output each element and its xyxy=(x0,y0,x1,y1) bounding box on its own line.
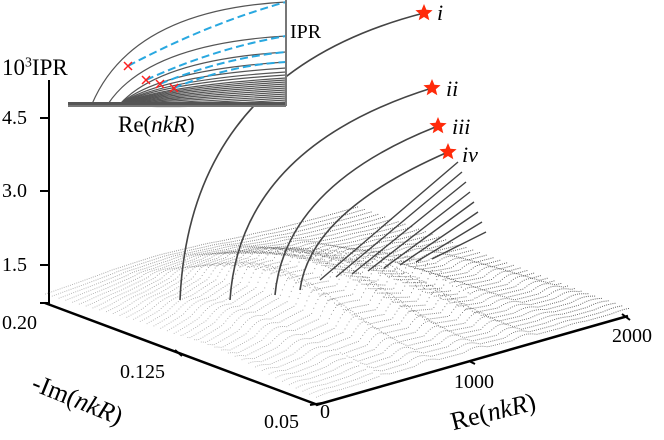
branch-star-markers xyxy=(415,4,457,160)
y-tick-label-0.20: 0.20 xyxy=(2,312,37,334)
x-tick-label-0: 0 xyxy=(320,401,330,423)
z-axis-title: 103IPR xyxy=(2,54,68,80)
star-label-i: i xyxy=(437,0,444,25)
z-tick-label-1.5: 1.5 xyxy=(2,254,27,276)
star-label-iv: iv xyxy=(462,142,478,167)
star-icon-iv xyxy=(439,143,457,160)
z-title-suffix: IPR xyxy=(31,55,68,80)
star-label-ii: ii xyxy=(446,76,459,101)
inset-y-title: IPR xyxy=(290,21,322,43)
inset-x-post: ) xyxy=(186,112,195,137)
y-tick-0.125 xyxy=(174,349,183,357)
star-label-iii: iii xyxy=(452,114,471,139)
z-title-exp: 3 xyxy=(25,54,32,70)
inset-cross-marker-1 xyxy=(123,61,133,71)
x-tick-2000 xyxy=(621,313,631,321)
x-axis-line xyxy=(315,314,629,407)
x-tick-label-2000: 2000 xyxy=(612,325,652,347)
y-tick-label-0.125: 0.125 xyxy=(120,361,165,383)
star-icon-iii xyxy=(429,117,447,134)
y-tick-label-0.05: 0.05 xyxy=(264,411,299,433)
inset-x-var: nkR xyxy=(151,112,187,137)
inset-x-pre: Re( xyxy=(118,112,152,137)
y-axis-line xyxy=(44,301,319,407)
z-tick-label-3.0: 3.0 xyxy=(2,180,27,202)
star-icon-ii xyxy=(423,79,441,96)
inset-cross-marker-3 xyxy=(155,79,165,89)
x-tick-label-1000: 1000 xyxy=(454,371,494,393)
z-title-base: 10 xyxy=(2,55,25,80)
z-tick-label-4.5: 4.5 xyxy=(2,107,27,129)
inset-cross-marker-4 xyxy=(169,83,179,93)
inset-x-title: Re(nkR) xyxy=(118,113,195,136)
inset-cross-marker-2 xyxy=(141,75,151,85)
star-icon-i xyxy=(415,4,433,21)
inset-plot xyxy=(68,0,287,108)
x-tick-1000 xyxy=(468,360,476,365)
branch-curves xyxy=(179,12,487,301)
